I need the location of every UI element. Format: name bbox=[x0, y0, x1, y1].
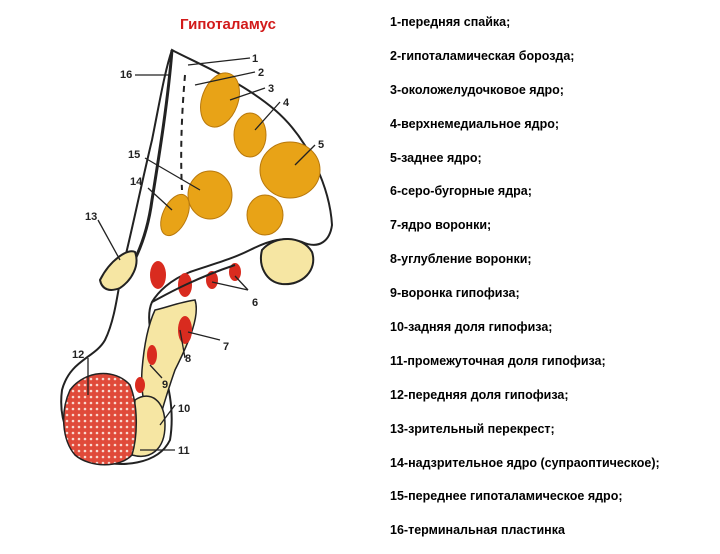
stalk-red-spot-b bbox=[135, 377, 145, 393]
anterior-pituitary-lobe bbox=[62, 372, 138, 466]
legend-item: 1-передняя спайка; bbox=[390, 15, 511, 29]
legend-item: 14-надзрительное ядро (супраоптическое); bbox=[390, 455, 660, 470]
tuberal-nucleus-large bbox=[246, 194, 284, 236]
page-title: Гипоталамус bbox=[180, 16, 276, 33]
paraventricular-nucleus bbox=[200, 72, 240, 128]
label-number-9: 9 bbox=[162, 379, 168, 391]
label-number-5: 5 bbox=[318, 139, 324, 151]
label-number-10: 10 bbox=[178, 403, 190, 415]
label-number-11: 11 bbox=[178, 445, 190, 457]
legend-item: 10-задняя доля гипофиза; bbox=[390, 320, 553, 335]
label-number-14: 14 bbox=[130, 176, 143, 188]
terminal-plate bbox=[130, 49, 174, 266]
label-number-7: 7 bbox=[223, 341, 229, 353]
label-number-8: 8 bbox=[185, 353, 191, 365]
legend-item: 4-верхнемедиальное ядро; bbox=[390, 116, 560, 131]
label-number-1: 1 bbox=[252, 53, 258, 65]
legend-list: 1-передняя спайка; 2-гипоталамическая бо… bbox=[390, 12, 715, 554]
tuberal-nucleus-a bbox=[150, 261, 166, 289]
legend-item: 11-промежуточная доля гипофиза; bbox=[390, 353, 606, 368]
legend-item: 9-воронка гипофиза; bbox=[390, 286, 520, 301]
dorsomedial-nucleus bbox=[233, 112, 267, 158]
legend-item: 5-заднее ядро; bbox=[390, 150, 482, 165]
legend-item: 15-переднее гипоталамическое ядро; bbox=[390, 489, 623, 504]
legend-item: 12-передняя доля гипофиза; bbox=[390, 387, 569, 402]
legend-item: 13-зрительный перекрест; bbox=[390, 421, 555, 436]
anterior-hypothalamic-nucleus bbox=[187, 170, 233, 220]
legend-item: 2-гипоталамическая борозда; bbox=[390, 48, 575, 63]
legend-item: 7-ядро воронки; bbox=[390, 218, 492, 233]
posterior-nucleus bbox=[259, 141, 321, 199]
label-number-3: 3 bbox=[268, 83, 274, 95]
label-number-15: 15 bbox=[128, 149, 140, 161]
label-number-16: 16 bbox=[120, 69, 132, 81]
hypothalamus-diagram: 1 2 3 4 5 6 7 8 9 10 11 12 13 14 15 16 bbox=[60, 48, 334, 466]
posterior-pituitary-lobe bbox=[131, 395, 166, 457]
leader-lines bbox=[87, 57, 316, 451]
hypothalamic-sulcus bbox=[180, 74, 186, 191]
legend-item: 16-терминальная пластинка bbox=[390, 523, 565, 538]
infundibular-recess bbox=[151, 264, 236, 303]
label-number-2: 2 bbox=[258, 67, 264, 79]
tuberal-nucleus-d bbox=[229, 263, 241, 281]
legend-item: 6-серо-бугорные ядра; bbox=[390, 184, 532, 199]
label-number-4: 4 bbox=[283, 97, 290, 109]
label-number-13: 13 bbox=[85, 211, 97, 223]
label-number-12: 12 bbox=[72, 349, 84, 361]
supraoptic-nucleus bbox=[160, 193, 190, 237]
mammillary-body bbox=[260, 238, 315, 286]
legend-item: 8-углубление воронки; bbox=[390, 252, 532, 267]
legend-item: 3-околожелудочковое ядро; bbox=[390, 82, 564, 97]
stalk-red-spot-a bbox=[147, 345, 157, 365]
label-number-6: 6 bbox=[252, 297, 258, 309]
